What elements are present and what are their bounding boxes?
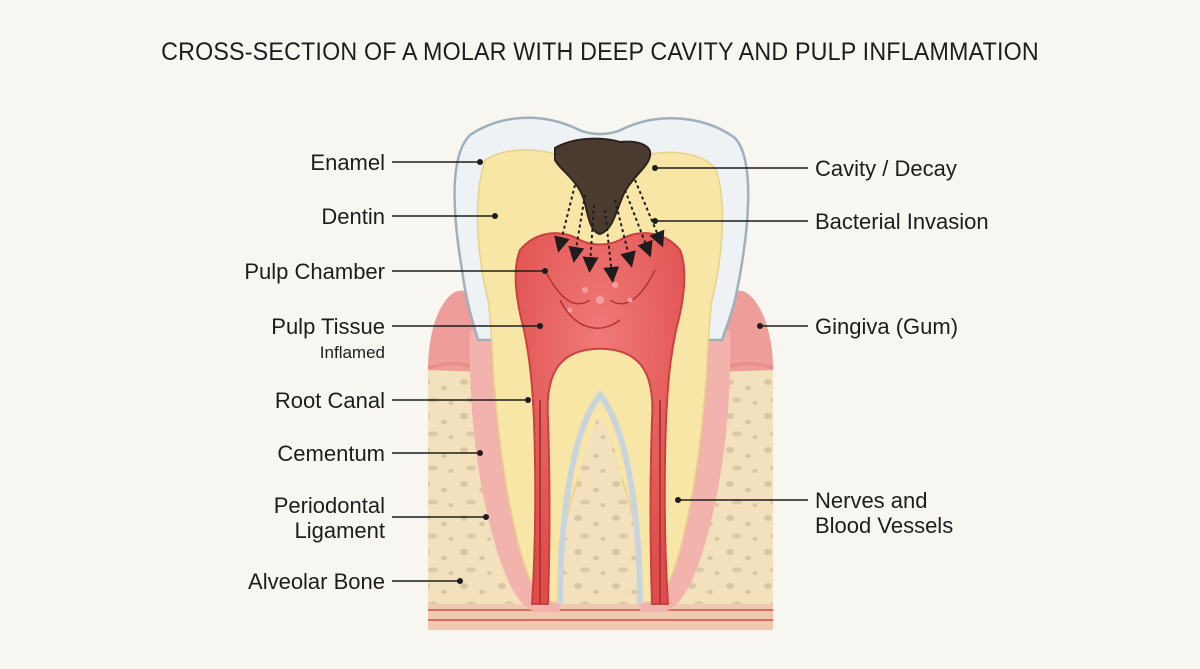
- bacterial-invasion-arrows: [554, 179, 665, 283]
- label-dentin: Dentin: [321, 204, 385, 229]
- label-cementum: Cementum: [277, 441, 385, 466]
- label-pulp-tissue-note: Inflamed: [320, 343, 385, 362]
- label-alveolar-bone: Alveolar Bone: [248, 569, 385, 594]
- label-periodontal-ligament-line1: Periodontal: [274, 493, 385, 518]
- label-root-canal: Root Canal: [275, 388, 385, 413]
- label-periodontal-ligament-line2: Ligament: [294, 518, 385, 543]
- cementum-band: [557, 390, 643, 605]
- label-pulp-chamber: Pulp Chamber: [244, 259, 385, 284]
- leader-lines-left: [392, 161, 545, 582]
- label-enamel: Enamel: [310, 150, 385, 175]
- label-pulp-tissue: Pulp Tissue: [271, 314, 385, 339]
- label-gingiva: Gingiva (Gum): [815, 314, 958, 339]
- pulp: [514, 232, 686, 605]
- leader-dots-right: [652, 165, 763, 503]
- label-nerves-line2: Blood Vessels: [815, 513, 953, 538]
- label-cavity: Cavity / Decay: [815, 156, 957, 181]
- leader-lines-right: [655, 167, 808, 501]
- leader-dots-left: [457, 159, 548, 584]
- diagram-title: CROSS-SECTION OF A MOLAR WITH DEEP CAVIT…: [161, 38, 1039, 66]
- inter-root-bone-texture: [568, 415, 632, 604]
- label-bacterial-invasion: Bacterial Invasion: [815, 209, 989, 234]
- label-nerves-line1: Nerves and: [815, 488, 928, 513]
- cavity-decay: [554, 137, 652, 236]
